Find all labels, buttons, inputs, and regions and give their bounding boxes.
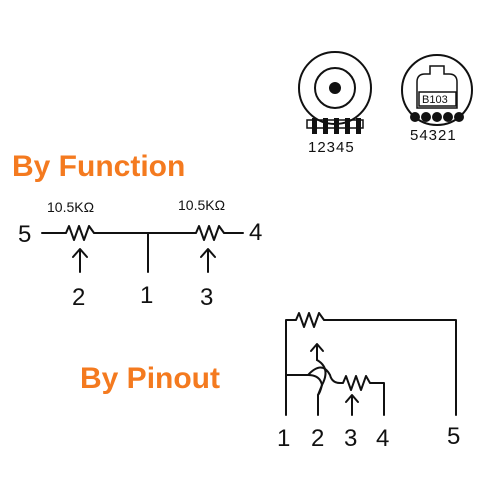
function-pin-5: 5	[18, 221, 31, 248]
pinout-lower-wire	[285, 366, 385, 416]
pot-shaft-ring	[314, 67, 356, 109]
wiper-right-arrow	[200, 248, 216, 273]
pot-rear-housing	[416, 65, 458, 109]
function-pin-1: 1	[140, 282, 153, 309]
pot-rear-label-plate	[418, 91, 457, 107]
function-pin-3: 3	[200, 284, 213, 311]
pinout-top-wire	[285, 312, 457, 416]
pot-rear-pins	[410, 112, 464, 122]
resistor-right-label: 10.5KΩ	[178, 197, 225, 213]
pot-shaft-center	[329, 82, 341, 94]
function-schematic: 10.5KΩ 10.5KΩ 5 4 2 1 3	[18, 197, 262, 311]
pot-rear-view: B103 54321	[401, 54, 473, 144]
function-pin-4: 4	[249, 219, 262, 246]
pinout-pin-1: 1	[277, 425, 290, 452]
pot-front-legs	[312, 118, 361, 134]
pot-front-view: 12345	[298, 51, 372, 156]
pinout-pin-3: 3	[344, 425, 357, 452]
function-pin-2: 2	[72, 284, 85, 311]
pinout-wiper-top-arrow	[310, 343, 324, 361]
pinout-pin-5: 5	[447, 423, 460, 450]
pinout-pin-4: 4	[376, 425, 389, 452]
by-pinout-heading: By Pinout	[80, 362, 220, 395]
pinout-schematic: 1 2 3 4 5	[277, 312, 460, 452]
pinout-pin-2: 2	[311, 425, 324, 452]
pot-rear-pin-numbers: 54321	[410, 127, 457, 144]
pinout-wiper-lower-arrow	[345, 394, 359, 416]
wiper-left-arrow	[72, 248, 88, 273]
pot-rear-body	[401, 54, 473, 126]
pinout-pin2-wire	[316, 359, 327, 416]
pot-rear-marking: B103	[422, 94, 448, 106]
resistor-left-label: 10.5KΩ	[47, 199, 94, 215]
pot-front-pin-numbers: 12345	[308, 139, 355, 156]
by-function-heading: By Function	[12, 150, 185, 183]
function-main-wire	[41, 225, 244, 241]
